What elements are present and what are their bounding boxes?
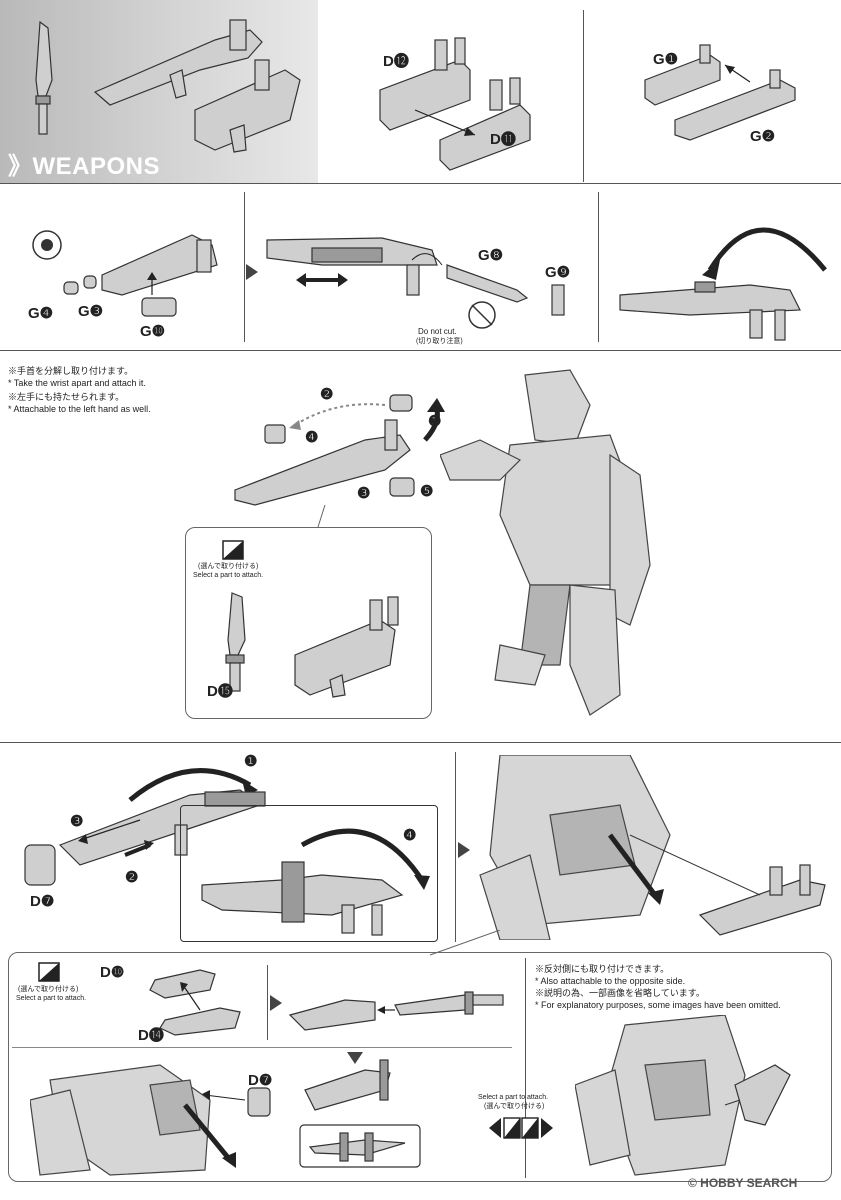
- step5-sheath-parts-illustration: [149, 969, 241, 1036]
- arrow-right-icon: [270, 995, 282, 1011]
- step4-number-4: ❹: [403, 827, 417, 844]
- step3-number-1: ❶: [428, 413, 442, 430]
- step4-number-2: ❷: [125, 869, 139, 886]
- divider: [455, 752, 456, 942]
- do-not-cut-note: Do not cut.: [418, 327, 457, 336]
- step3-number-5: ❺: [420, 483, 434, 500]
- step2-shotgun-illustration: [266, 237, 565, 329]
- banner-weapons-illustration: [35, 19, 301, 153]
- select-part-en: Select a part to attach.: [193, 572, 264, 579]
- label-g3: G❸: [78, 303, 104, 320]
- label-d14: D⓮: [138, 1027, 164, 1044]
- section-title: 》WEAPONS: [8, 153, 161, 180]
- label-g4: G❹: [28, 305, 54, 322]
- label-d10: D❿: [100, 964, 125, 981]
- label-g10: G❿: [140, 323, 166, 340]
- select-part-jp: (選んで取り付ける): [198, 563, 259, 570]
- divider: [244, 192, 245, 342]
- arrow-down-icon: [347, 1052, 363, 1064]
- step3-number-2: ❷: [320, 386, 334, 403]
- divider: [0, 350, 841, 351]
- step5-outer-box: [8, 952, 832, 1182]
- divider: [583, 10, 584, 182]
- robot-figure-illustration: [440, 369, 651, 716]
- step3-note-3: ※左手にも持たせられます。: [8, 392, 125, 402]
- divider: [267, 965, 268, 1040]
- step5-select-en: Select a part to attach.: [16, 995, 87, 1002]
- step5-select-jp: (選んで取り付ける): [18, 986, 79, 993]
- divider: [12, 1047, 512, 1048]
- watermark: © HOBBY SEARCH: [688, 1176, 798, 1190]
- label-g2: G❷: [750, 128, 776, 145]
- step4-number-1: ❶: [244, 753, 258, 770]
- step5-note-4: * For explanatory purposes, some images …: [535, 1000, 781, 1010]
- divider: [598, 192, 599, 342]
- connector-line: [429, 930, 501, 956]
- label-g8: G❽: [478, 247, 504, 264]
- label-d7-step5: D❼: [248, 1072, 273, 1089]
- arrow-right-icon: [458, 842, 470, 858]
- divider: [525, 958, 526, 1178]
- center-select-en: Select a part to attach.: [478, 1094, 549, 1101]
- step5-knife-sheath-illustration: [288, 991, 504, 1031]
- do-not-cut-note-jp: (切り取り注意): [416, 338, 463, 345]
- label-g9: G❾: [545, 264, 571, 281]
- center-select-jp: (選んで取り付ける): [484, 1103, 545, 1110]
- label-g1: G❶: [653, 51, 679, 68]
- select-part-toggle-icon: [489, 1117, 553, 1139]
- step3-note-1: ※手首を分解し取り付けます。: [8, 366, 134, 376]
- connector-line: [317, 505, 326, 528]
- divider: [0, 183, 841, 184]
- step4-detail-box: [180, 805, 438, 942]
- step1-rifle-parts-illustration: [379, 37, 531, 171]
- step3-number-4: ❹: [305, 429, 319, 446]
- divider: [0, 742, 841, 743]
- select-part-icon: [222, 540, 244, 560]
- step2-rotate-illustration: [619, 227, 827, 341]
- arrow-right-icon: [246, 264, 258, 280]
- weapons-banner: 》WEAPONS: [0, 0, 318, 183]
- step4-mount-robot-illustration: [479, 755, 826, 940]
- step5-note-1: ※反対側にも取り付けできます。: [535, 964, 670, 974]
- step2-assembly-illustration: [32, 230, 218, 317]
- step5-note-2: * Also attachable to the opposite side.: [535, 976, 686, 986]
- step3-note-2: * Take the wrist apart and attach it.: [8, 378, 146, 388]
- step5-sheath-variants-illustration: [299, 1059, 421, 1168]
- step5-attach-to-waist-illustration: [30, 1064, 271, 1176]
- label-d15: D⓯: [207, 683, 233, 700]
- step4-number-3: ❸: [70, 813, 84, 830]
- step5-opposite-side-robot-illustration: [575, 1015, 791, 1176]
- select-knife-or-launcher-illustration: [225, 592, 399, 698]
- label-d11: D⓫: [490, 131, 516, 148]
- step4-detail-illustration: [201, 828, 430, 936]
- select-part-icon: [38, 962, 60, 982]
- step1-barrel-parts-illustration: [644, 44, 796, 141]
- select-part-box: [185, 527, 432, 719]
- step5-note-3: ※説明の為、一部画像を省略しています。: [535, 988, 705, 998]
- step3-number-3: ❸: [357, 485, 371, 502]
- step3-hand-attach-illustration: [234, 394, 445, 506]
- label-d12: D⓬: [383, 53, 409, 70]
- label-d7-step4: D❼: [30, 893, 55, 910]
- step3-note-4: * Attachable to the left hand as well.: [8, 404, 151, 414]
- step4-launcher-folding-illustration: [24, 768, 266, 886]
